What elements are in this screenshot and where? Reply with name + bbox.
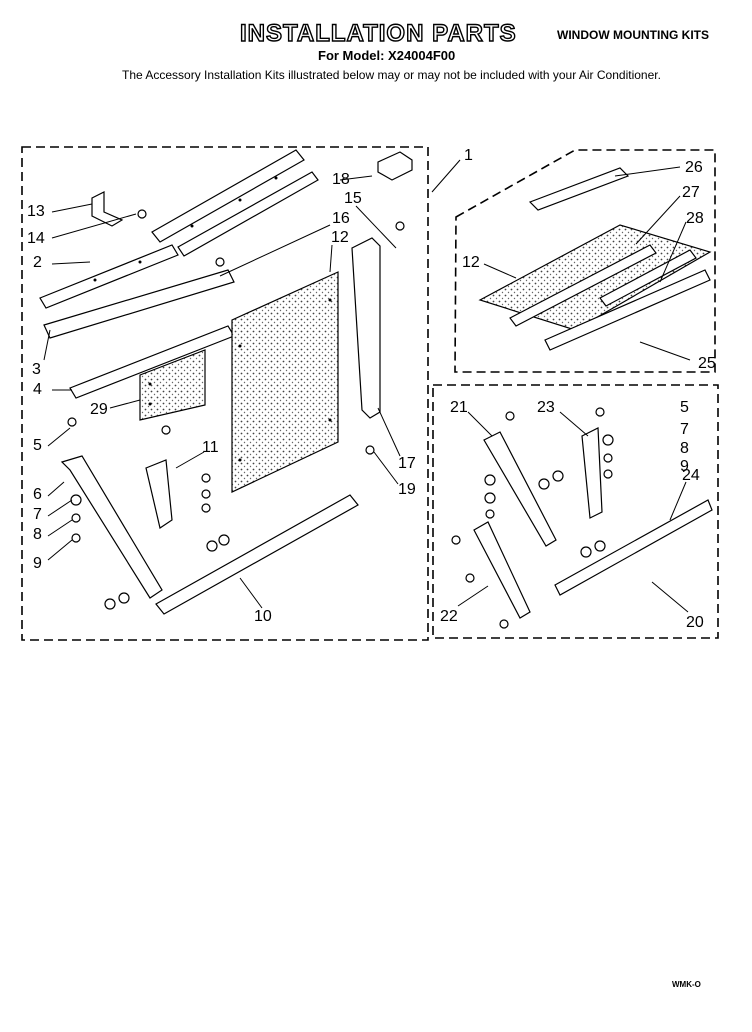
rail-25 [544, 269, 711, 351]
callout-3: 3 [32, 361, 41, 378]
page-title: INSTALLATION PARTS [239, 19, 517, 47]
callout-6: 6 [33, 486, 42, 503]
callout-7b: 7 [680, 421, 689, 438]
rail-2 [39, 244, 179, 309]
leg-6 [60, 455, 163, 599]
bracket-23 [581, 427, 603, 519]
callout-22: 22 [440, 608, 458, 625]
callout-26: 26 [685, 159, 703, 176]
brace-11 [145, 459, 173, 529]
callout-1: 1 [464, 147, 473, 164]
callout-5b: 5 [680, 399, 689, 416]
sill-24 [554, 499, 713, 596]
rail-top-right [151, 149, 305, 243]
callout-9b: 9 [680, 458, 689, 475]
kit-box-20 [432, 384, 719, 639]
foam-29 [139, 349, 206, 421]
callout-19: 19 [398, 481, 416, 498]
model-number: For Model: X24004F00 [318, 48, 456, 63]
callout-12: 12 [331, 229, 349, 246]
kit-box-main [21, 146, 429, 641]
sill-10 [155, 494, 359, 615]
kit-box-25 [454, 149, 716, 373]
leg-22 [473, 521, 531, 619]
callout-4: 4 [33, 381, 42, 398]
diagram-code: WMK-O [672, 980, 701, 989]
callout-16: 16 [332, 210, 350, 227]
callout-25: 25 [698, 355, 716, 372]
callout-9: 9 [33, 555, 42, 572]
callout-14: 14 [27, 230, 45, 247]
callout-28: 28 [686, 210, 704, 227]
rail-27 [509, 244, 657, 327]
leg-21 [483, 431, 557, 547]
callout-5: 5 [33, 437, 42, 454]
rail-28 [599, 249, 697, 307]
callout-29: 29 [90, 401, 108, 418]
callout-7: 7 [33, 506, 42, 523]
callout-21: 21 [450, 399, 468, 416]
callout-17: 17 [398, 455, 416, 472]
callout-2: 2 [33, 254, 42, 271]
callout-8b: 8 [680, 440, 689, 457]
callout-10: 10 [254, 608, 272, 625]
callout-13: 13 [27, 203, 45, 220]
rail-3 [43, 269, 235, 339]
callout-27: 27 [682, 184, 700, 201]
callout-18: 18 [332, 171, 350, 188]
accessory-note: The Accessory Installation Kits illustra… [122, 68, 661, 82]
block-18 [377, 151, 413, 181]
callout-24: 24 [682, 467, 700, 484]
channel-17 [351, 237, 381, 419]
callout-8: 8 [33, 526, 42, 543]
callout-12b: 12 [462, 254, 480, 271]
rail-upper-right [177, 171, 319, 257]
bracket-13 [91, 191, 124, 227]
callout-23: 23 [537, 399, 555, 416]
callout-15: 15 [344, 190, 362, 207]
seal-26 [528, 167, 630, 211]
kit-type-label: WINDOW MOUNTING KITS [557, 28, 709, 42]
panel-12 [231, 271, 339, 493]
callout-20: 20 [686, 614, 704, 631]
callout-11: 11 [202, 439, 219, 456]
